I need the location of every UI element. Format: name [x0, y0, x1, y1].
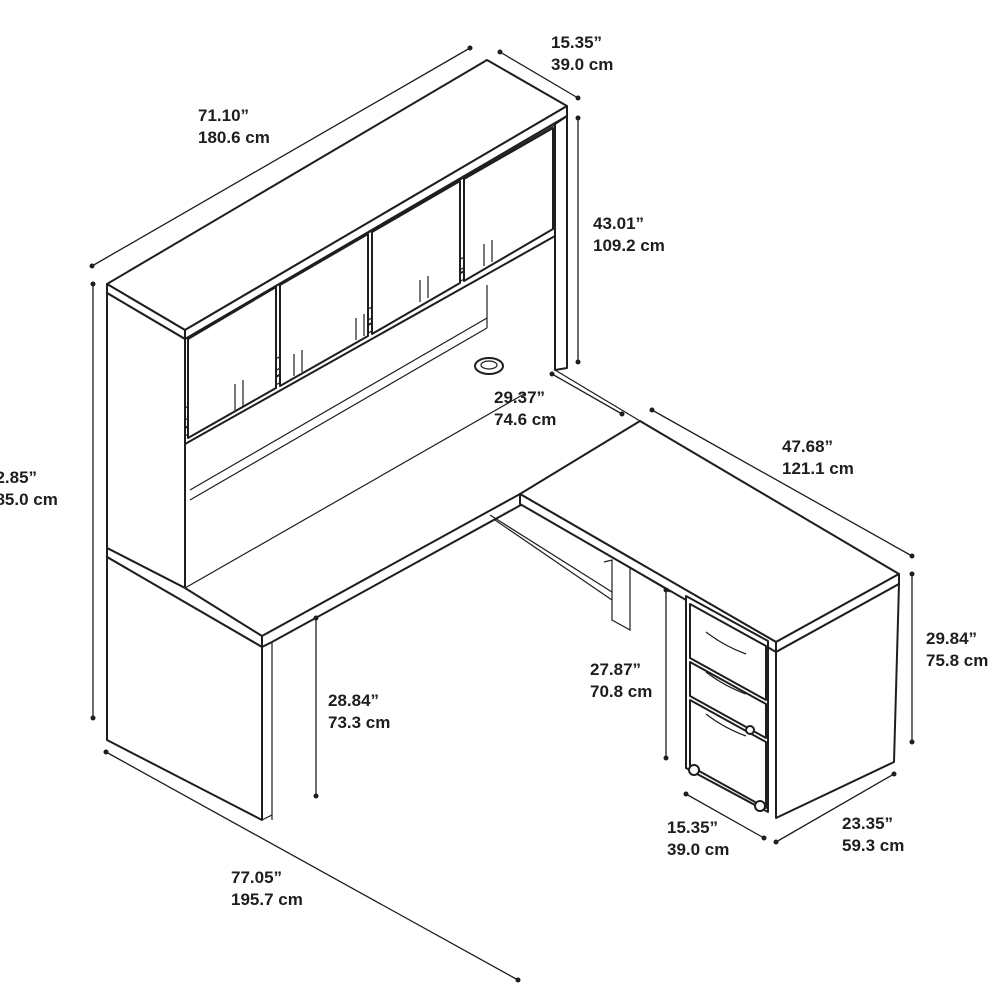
return-length-label: 47.68” 121.1 cm	[782, 436, 854, 480]
hutch-height-label: 43.01” 109.2 cm	[593, 213, 665, 257]
return-length-imperial: 47.68”	[782, 437, 834, 456]
pedestal-width-metric: 39.0 cm	[667, 840, 730, 859]
return-depth-imperial: 23.35”	[842, 814, 894, 833]
return-depth-label: 23.35” 59.3 cm	[842, 813, 904, 857]
pedestal-height-imperial: 27.87”	[590, 660, 642, 679]
total-length-metric: 195.7 cm	[231, 890, 303, 909]
main-desk	[106, 369, 671, 821]
return-height-label: 29.84” 75.8 cm	[926, 628, 988, 672]
hutch-depth-imperial: 15.35”	[551, 33, 603, 52]
pedestal-height-label: 27.87” 70.8 cm	[590, 659, 652, 703]
total-length-imperial: 77.05”	[231, 868, 283, 887]
grommet	[474, 357, 504, 375]
desk-height-imperial: 28.84”	[328, 691, 380, 710]
hutch-depth-label: 15.35” 39.0 cm	[551, 32, 613, 76]
mobile-pedestal	[685, 595, 769, 813]
desk-height-label: 28.84” 73.3 cm	[328, 690, 390, 734]
total-length-label: 77.05” 195.7 cm	[231, 867, 303, 911]
return-length-metric: 121.1 cm	[782, 459, 854, 478]
pedestal-width-imperial: 15.35”	[667, 818, 719, 837]
hutch-height-imperial: 43.01”	[593, 214, 645, 233]
total-height-metric: 185.0 cm	[0, 490, 58, 509]
dimension-lines	[89, 45, 915, 983]
return-height-imperial: 29.84”	[926, 629, 978, 648]
total-height-imperial: 72.85”	[0, 468, 38, 487]
pedestal-height-metric: 70.8 cm	[590, 682, 653, 701]
hutch-depth-metric: 39.0 cm	[551, 55, 614, 74]
desk-depth-metric: 74.6 cm	[494, 410, 557, 429]
pedestal-width-label: 15.35” 39.0 cm	[667, 817, 729, 861]
hutch-height-metric: 109.2 cm	[593, 236, 665, 255]
desk-depth-label: 29.37” 74.6 cm	[494, 387, 556, 431]
desk-depth-imperial: 29.37”	[494, 388, 546, 407]
return-depth-metric: 59.3 cm	[842, 836, 905, 855]
hutch-width-metric: 180.6 cm	[198, 128, 270, 147]
return-height-metric: 75.8 cm	[926, 651, 989, 670]
desk-height-metric: 73.3 cm	[328, 713, 391, 732]
hutch-doors	[187, 127, 554, 439]
hutch-width-imperial: 71.10”	[198, 106, 250, 125]
hutch-width-label: 71.10” 180.6 cm	[198, 105, 270, 149]
total-height-label: 72.85” 185.0 cm	[0, 467, 58, 511]
